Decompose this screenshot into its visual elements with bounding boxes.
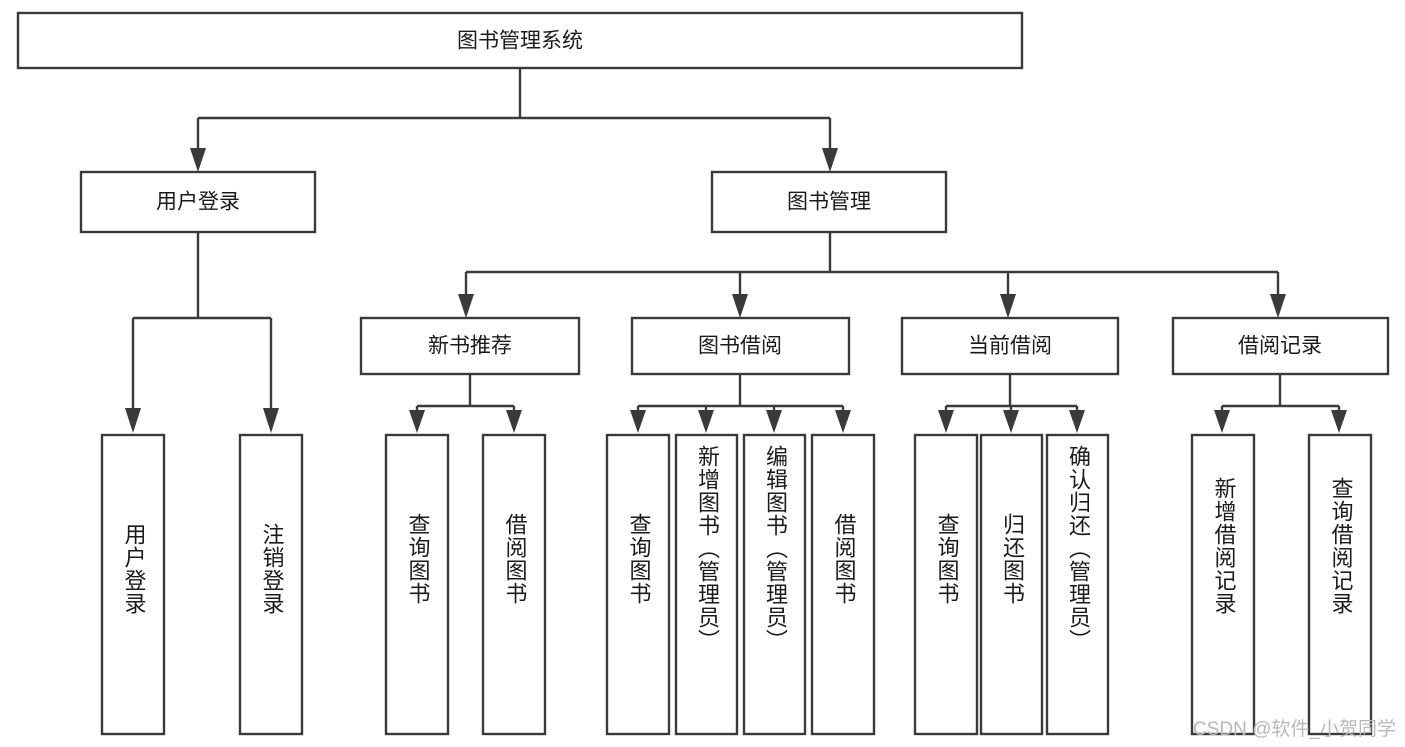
arrow-new-book xyxy=(458,294,474,318)
arrow-book-borrow xyxy=(732,294,748,318)
arrow-current-borrow-leaf-2 xyxy=(1003,410,1019,433)
node-box-leaf-new-book-2[interactable] xyxy=(481,433,547,736)
arrow-new-book-leaf-2 xyxy=(506,410,522,433)
leaf-label-new-book-1: 查询图书 xyxy=(405,513,431,605)
node-label-user-login: 用户登录 xyxy=(156,191,240,214)
leaf-label-book-borrow-4: 借阅图书 xyxy=(831,513,857,605)
leaf-current-borrow-3[interactable]: 确认归还（管理员） xyxy=(1047,435,1108,734)
arrow-current-borrow-leaf-1 xyxy=(938,410,954,433)
node-box-book-manage[interactable] xyxy=(710,170,948,234)
node-box-leaf-book-borrow-2[interactable] xyxy=(674,433,739,736)
leaf-label-current-borrow-3: 确认归还（管理员） xyxy=(1065,445,1091,652)
arrow-to-book-manage xyxy=(822,148,838,172)
node-box-leaf-current-borrow-2[interactable] xyxy=(979,433,1044,736)
leaf-new-book-1[interactable]: 查询图书 xyxy=(386,435,448,734)
leaf-current-borrow-2[interactable]: 归还图书 xyxy=(981,435,1042,734)
node-box-leaf-user-login-1[interactable] xyxy=(100,433,166,736)
leaf-label-current-borrow-1: 查询图书 xyxy=(934,513,960,605)
node-box-leaf-new-book-1[interactable] xyxy=(384,433,450,736)
node-box-book-borrow[interactable] xyxy=(630,316,851,376)
leaf-label-book-borrow-3: 编辑图书（管理员） xyxy=(762,445,788,652)
arrow-borrow-record-leaf-1 xyxy=(1214,410,1230,433)
arrow-book-borrow-leaf-4 xyxy=(835,410,851,433)
node-box-current-borrow[interactable] xyxy=(900,316,1120,376)
node-box-leaf-current-borrow-1[interactable] xyxy=(913,433,979,736)
arrow-current-borrow xyxy=(1000,294,1016,318)
node-box-borrow-record[interactable] xyxy=(1171,316,1390,376)
node-label-root: 图书管理系统 xyxy=(457,30,583,53)
node-label-new-book-recommend: 新书推荐 xyxy=(428,335,512,358)
leaf-user-login-1[interactable]: 用户登录 xyxy=(102,435,164,734)
arrow-user-login-leaf-2 xyxy=(263,408,279,433)
leaf-new-book-2[interactable]: 借阅图书 xyxy=(483,435,545,734)
leaf-book-borrow-1[interactable]: 查询图书 xyxy=(607,435,669,734)
node-box-leaf-book-borrow-4[interactable] xyxy=(810,433,876,736)
node-label-borrow-record: 借阅记录 xyxy=(1238,335,1322,358)
node-box-root[interactable] xyxy=(16,11,1024,70)
node-label-book-borrow: 图书借阅 xyxy=(698,335,782,358)
leaf-book-borrow-4[interactable]: 借阅图书 xyxy=(812,435,874,734)
leaf-label-book-borrow-2: 新增图书（管理员） xyxy=(694,445,720,652)
node-label-book-manage: 图书管理 xyxy=(787,191,871,214)
leaf-book-borrow-2[interactable]: 新增图书（管理员） xyxy=(676,435,737,734)
leaf-user-login-2[interactable]: 注销登录 xyxy=(240,435,302,734)
leaf-label-current-borrow-2: 归还图书 xyxy=(999,513,1025,605)
node-box-leaf-book-borrow-3[interactable] xyxy=(742,433,807,736)
node-box-leaf-user-login-2[interactable] xyxy=(238,433,304,736)
leaf-label-user-login-2: 注销登录 xyxy=(259,523,285,615)
node-box-leaf-book-borrow-1[interactable] xyxy=(605,433,671,736)
leaf-book-borrow-3[interactable]: 编辑图书（管理员） xyxy=(744,435,805,734)
arrow-new-book-leaf-1 xyxy=(409,410,425,433)
node-box-leaf-current-borrow-3[interactable] xyxy=(1045,433,1110,736)
leaf-borrow-record-2[interactable]: 查询借阅记录 xyxy=(1309,435,1371,734)
arrow-book-borrow-leaf-3 xyxy=(766,410,782,433)
leaf-label-borrow-record-2: 查询借阅记录 xyxy=(1328,477,1354,615)
arrow-current-borrow-leaf-3 xyxy=(1069,410,1085,433)
connector-layer xyxy=(125,68,1347,433)
arrow-borrow-record xyxy=(1270,294,1286,318)
leaf-label-user-login-1: 用户登录 xyxy=(121,523,147,615)
arrow-book-borrow-leaf-1 xyxy=(630,410,646,433)
node-box-new-book-recommend[interactable] xyxy=(359,316,581,376)
leaf-current-borrow-1[interactable]: 查询图书 xyxy=(915,435,977,734)
node-label-current-borrow: 当前借阅 xyxy=(968,335,1052,358)
leaf-label-borrow-record-1: 新增借阅记录 xyxy=(1211,477,1237,615)
arrow-user-login-leaf-1 xyxy=(125,408,141,433)
node-box-leaf-borrow-record-2[interactable] xyxy=(1307,433,1373,736)
leaf-borrow-record-1[interactable]: 新增借阅记录 xyxy=(1192,435,1254,734)
node-box-leaf-borrow-record-1[interactable] xyxy=(1190,433,1256,736)
arrow-borrow-record-leaf-2 xyxy=(1331,410,1347,433)
node-box-user-login[interactable] xyxy=(79,170,317,234)
arrow-to-user-login xyxy=(190,148,206,172)
csdn-watermark: CSDN @软件_小贺同学 xyxy=(1193,719,1396,740)
leaf-label-new-book-2: 借阅图书 xyxy=(502,513,528,605)
node-layer: 图书管理系统 用户登录 图书管理 新书推荐 图书借阅 当前借阅 借阅记录 xyxy=(16,11,1390,736)
leaf-label-book-borrow-1: 查询图书 xyxy=(626,513,652,605)
arrow-book-borrow-leaf-2 xyxy=(698,410,714,433)
